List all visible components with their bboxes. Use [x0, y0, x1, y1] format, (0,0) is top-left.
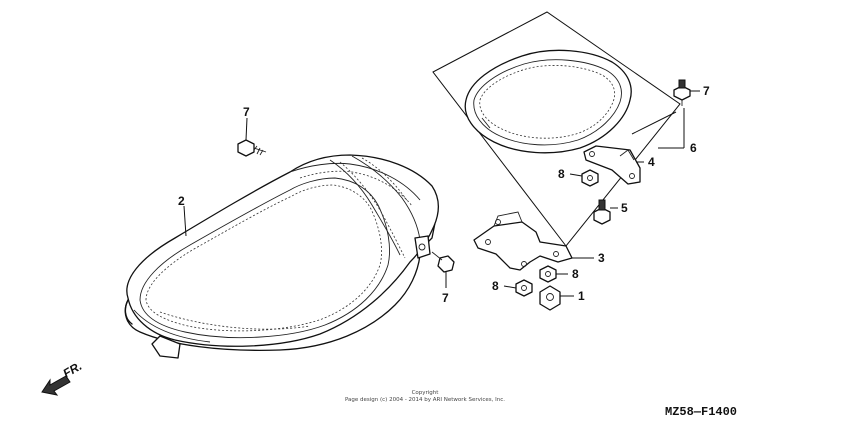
callout-numbers: 1 2 3 4 5 6 7 7 7 8 8 8 [178, 84, 710, 305]
main-seat [124, 154, 439, 359]
callout-8-middle: 8 [572, 267, 579, 281]
callout-5: 5 [621, 201, 628, 215]
leader-lines [183, 90, 700, 297]
nut-8-middle [539, 265, 557, 283]
callout-2: 2 [178, 194, 185, 208]
callout-8-box: 8 [558, 167, 565, 181]
callout-7-top-right: 7 [703, 84, 710, 98]
callout-8-lower: 8 [492, 279, 499, 293]
bolt-top-right [673, 79, 691, 106]
copyright-line-2: Page design (c) 2004 - 2014 by ARI Netwo… [345, 397, 505, 403]
bolt-seat-side [431, 251, 455, 273]
seat-bracket [473, 211, 573, 271]
front-arrow-icon [41, 375, 71, 396]
callout-3: 3 [598, 251, 605, 265]
copyright-notice: Copyright Page design (c) 2004 - 2014 by… [345, 390, 505, 403]
callout-4: 4 [648, 155, 655, 169]
bolt-top-left [237, 139, 267, 157]
callout-7-top-left: 7 [243, 105, 250, 119]
nut-1 [539, 285, 561, 311]
nut-8-lower [515, 279, 533, 297]
callout-1: 1 [578, 289, 585, 303]
callout-6: 6 [690, 141, 697, 155]
diagram-code: MZ58—F1400 [665, 405, 737, 419]
front-direction-indicator: FR. [41, 359, 84, 396]
copyright-line-1: Copyright [412, 390, 440, 396]
passenger-seat-assembly [432, 11, 681, 247]
callout-7-seat-side: 7 [442, 291, 449, 305]
